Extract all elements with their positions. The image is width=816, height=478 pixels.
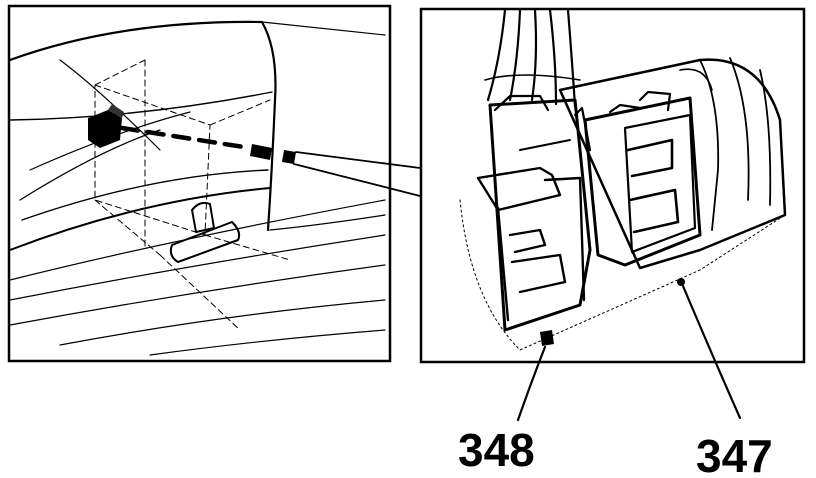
leader-line-347 [681, 284, 742, 420]
left-panel-frame [7, 4, 392, 363]
seat-lever [169, 201, 241, 263]
harness-marker-dot [677, 278, 685, 286]
harness-end-icon [250, 144, 272, 160]
connector-block-icon [88, 104, 124, 148]
callout-label-347: 347 [696, 430, 773, 478]
callout-label-348: 348 [458, 424, 535, 476]
leader-line-348 [516, 345, 547, 422]
connector-detail-panel [419, 7, 806, 364]
harness-leader-dashed [119, 125, 253, 151]
wire-harness [484, 8, 581, 108]
callout-leaders [516, 284, 742, 422]
stipple-edge [459, 199, 786, 351]
rear-connector-face [583, 90, 702, 267]
rear-connector-housing [558, 57, 787, 270]
zoom-connector-lines [282, 150, 421, 197]
front-connector [476, 94, 592, 332]
seat-overview-panel [7, 4, 392, 363]
projection-box [94, 59, 291, 331]
locking-tab-icon [540, 330, 554, 346]
